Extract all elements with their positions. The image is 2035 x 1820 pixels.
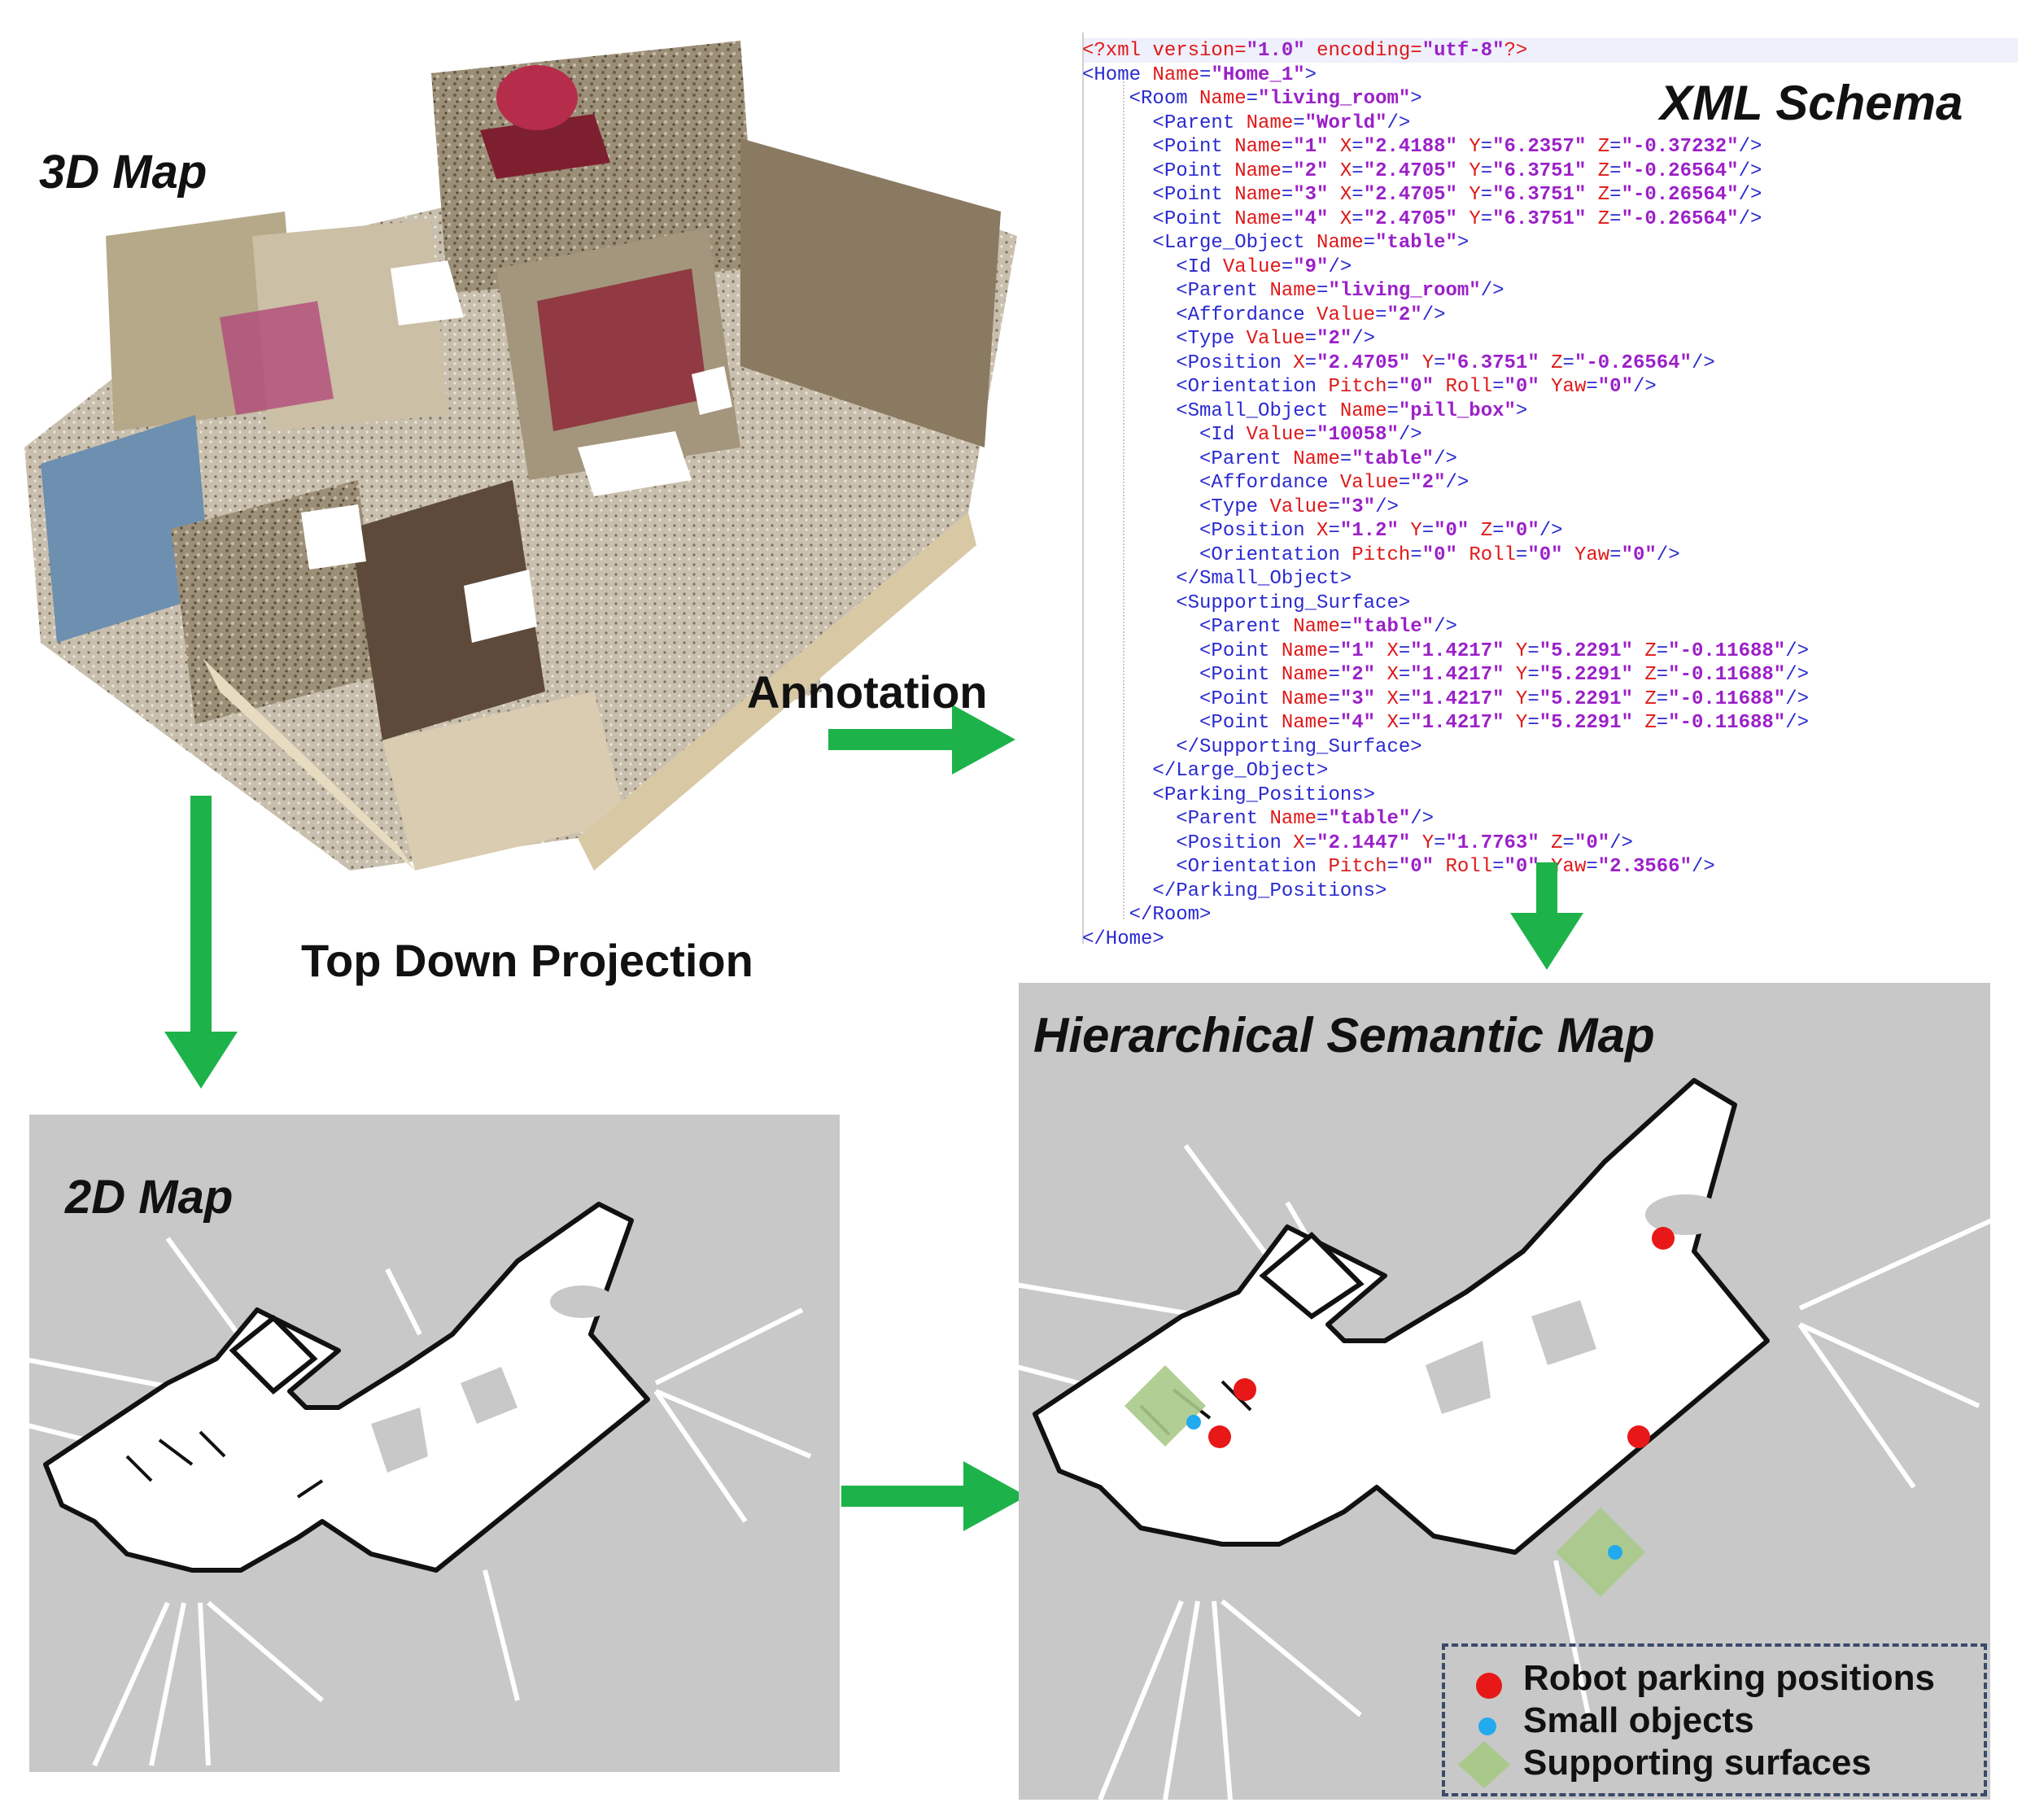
3d-point-cloud-map — [24, 41, 1017, 871]
xml-schema-label: XML Schema — [1660, 76, 1963, 130]
xml-line: <Point Name="1" X="2.4188" Y="6.2357" Z=… — [1082, 136, 1762, 158]
xml-line: <Point Name="3" X="2.4705" Y="6.3751" Z=… — [1082, 184, 1762, 206]
supporting-surface — [1556, 1508, 1645, 1597]
xml-line: <Parent Name="table"/> — [1082, 808, 1435, 830]
xml-line: <Id Value="10058"/> — [1082, 424, 1422, 446]
xml-line: <Point Name="1" X="1.4217" Y="5.2291" Z=… — [1082, 639, 1810, 662]
xml-line: <Position X="2.4705" Y="6.3751" Z="-0.26… — [1082, 351, 1715, 374]
2d-occupancy-map — [29, 1115, 840, 1772]
parking-position-marker — [1627, 1425, 1650, 1448]
parking-position-marker — [1234, 1378, 1256, 1401]
xml-line: <Point Name="2" X="2.4705" Y="6.3751" Z=… — [1082, 159, 1762, 182]
hierarchical-semantic-map-label: Hierarchical Semantic Map — [1033, 1008, 1655, 1063]
xml-line: </Small_Object> — [1082, 568, 1352, 590]
xml-indent-guide — [1123, 81, 1124, 919]
small-object-marker — [1608, 1545, 1622, 1560]
xml-fold-gutter — [1058, 33, 1084, 944]
3d-map-label: 3D Map — [39, 146, 207, 199]
xml-line: <Parent Name="living_room"/> — [1082, 280, 1504, 302]
xml-line: </Large_Object> — [1082, 760, 1329, 782]
xml-editor: <?xml version="1.0" encoding="utf-8"?><H… — [1058, 33, 2035, 952]
xml-line: <Point Name="3" X="1.4217" Y="5.2291" Z=… — [1082, 687, 1810, 710]
xml-line: <Type Value="3"/> — [1082, 495, 1399, 518]
xml-line: <Home Name="Home_1"> — [1082, 63, 1317, 86]
xml-line: <Type Value="2"/> — [1082, 328, 1376, 350]
annotation-label: Annotation — [747, 666, 988, 718]
xml-line: <Small_Object Name="pill_box"> — [1082, 399, 1528, 422]
small-object-marker — [1186, 1415, 1201, 1429]
xml-line: <Parent Name="table"/> — [1082, 616, 1457, 638]
legend-supporting-surfaces-label: Supporting surfaces — [1523, 1743, 1871, 1783]
xml-current-line-highlight — [1082, 38, 2018, 63]
xml-line: <Position X="2.1447" Y="1.7763" Z="0"/> — [1082, 831, 1633, 854]
xml-line: <Orientation Pitch="0" Roll="0" Yaw="2.3… — [1082, 856, 1715, 878]
arrow-2d-to-map — [841, 1461, 1027, 1531]
xml-code: <?xml version="1.0" encoding="utf-8"?><H… — [1082, 39, 1809, 951]
xml-line: <Supporting_Surface> — [1082, 591, 1411, 614]
xml-line: <Point Name="4" X="1.4217" Y="5.2291" Z=… — [1082, 712, 1810, 734]
xml-line: <Large_Object Name="table"> — [1082, 232, 1469, 254]
xml-line: <Affordance Value="2"/> — [1082, 303, 1446, 326]
xml-line: <Orientation Pitch="0" Roll="0" Yaw="0"/… — [1082, 376, 1657, 398]
parking-position-marker — [1652, 1227, 1675, 1250]
xml-line: <Parent Name="World"/> — [1082, 111, 1411, 134]
xml-line: <Point Name="4" X="2.4705" Y="6.3751" Z=… — [1082, 207, 1762, 230]
legend-parking-label: Robot parking positions — [1523, 1658, 1935, 1698]
legend-small-objects-label: Small objects — [1523, 1700, 1754, 1740]
xml-line: <Orientation Pitch="0" Roll="0" Yaw="0"/… — [1082, 543, 1680, 566]
xml-line: <Parent Name="table"/> — [1082, 447, 1457, 470]
xml-line: <Room Name="living_room"> — [1082, 88, 1422, 110]
xml-line: </Room> — [1082, 904, 1212, 926]
2d-map-label: 2D Map — [65, 1171, 234, 1224]
small-object-legend-marker — [1478, 1717, 1496, 1735]
xml-line: <Parking_Positions> — [1082, 783, 1376, 806]
xml-line: </Home> — [1082, 927, 1164, 950]
map-legend: Robot parking positions Small objects Su… — [1442, 1643, 1987, 1796]
xml-line: </Supporting_Surface> — [1082, 735, 1422, 758]
supporting-surface — [1124, 1365, 1206, 1447]
supporting-surface-legend-marker — [1458, 1741, 1510, 1788]
xml-line: <Id Value="9"/> — [1082, 255, 1352, 278]
xml-line: <Position X="1.2" Y="0" Z="0"/> — [1082, 520, 1563, 542]
arrow-xml-to-map — [1510, 862, 1583, 970]
parking-position-marker — [1208, 1425, 1231, 1448]
arrow-top-down — [164, 796, 238, 1089]
parking-legend-marker — [1476, 1673, 1502, 1699]
xml-line: <Affordance Value="2"/> — [1082, 472, 1469, 494]
arrow-annotation — [828, 705, 1015, 775]
hierarchical-semantic-map — [1019, 983, 1990, 1800]
xml-line: <Point Name="2" X="1.4217" Y="5.2291" Z=… — [1082, 664, 1810, 686]
xml-line: <?xml version="1.0" encoding="utf-8"?> — [1082, 40, 1528, 62]
top-down-projection-label: Top Down Projection — [301, 935, 753, 986]
xml-line: </Parking_Positions> — [1082, 879, 1387, 902]
